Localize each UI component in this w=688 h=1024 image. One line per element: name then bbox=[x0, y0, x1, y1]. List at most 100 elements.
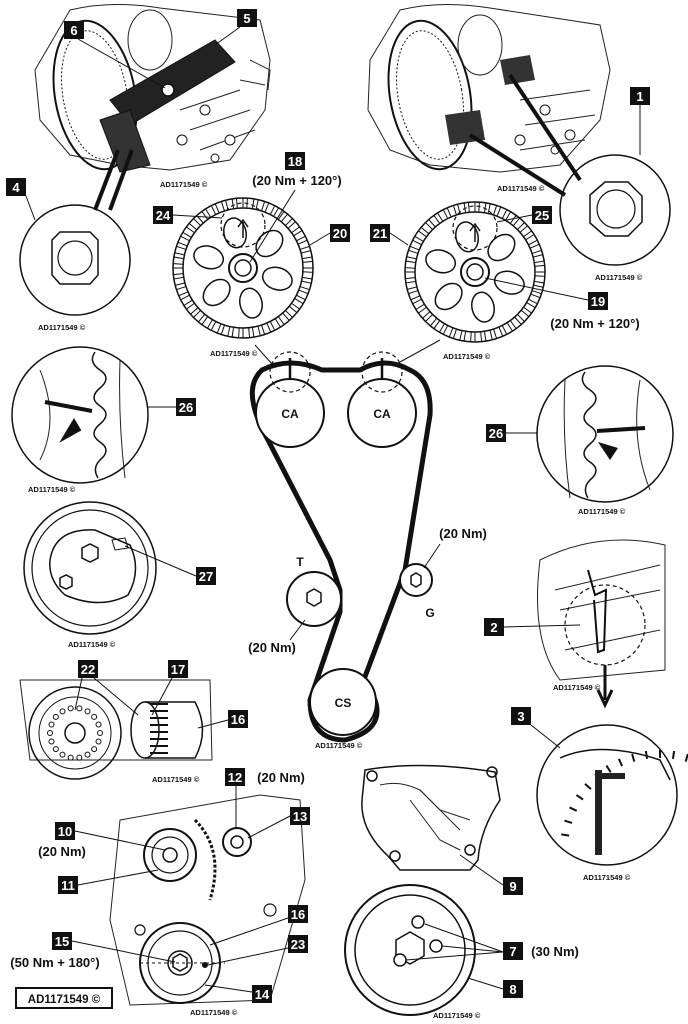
ref-code-10: AD1171549 © bbox=[68, 640, 116, 649]
sprocket-tooth bbox=[288, 302, 301, 314]
sprocket-tooth bbox=[285, 217, 297, 229]
svg-text:11: 11 bbox=[61, 878, 75, 893]
sprocket-tooth bbox=[429, 317, 441, 330]
sprocket-tooth bbox=[531, 249, 544, 258]
sprocket-tooth bbox=[179, 231, 192, 242]
cam-sprocket-right bbox=[404, 201, 546, 343]
sprocket-tooth bbox=[417, 226, 430, 238]
svg-text:27: 27 bbox=[199, 569, 213, 584]
gear-dot bbox=[59, 751, 66, 758]
sprocket-tooth bbox=[231, 197, 238, 209]
sprocket-tooth bbox=[201, 208, 212, 220]
svg-text:3: 3 bbox=[517, 709, 524, 724]
svg-text:12: 12 bbox=[228, 770, 242, 785]
sprocket-tooth bbox=[483, 202, 491, 214]
ref-code-14: AD1171549 © bbox=[190, 1008, 238, 1017]
sprocket-tooth bbox=[506, 320, 517, 332]
torque-18: (20 Nm + 120°) bbox=[252, 173, 341, 188]
sprocket-tooth bbox=[238, 327, 244, 339]
gear-dot bbox=[84, 708, 91, 715]
gear-dot bbox=[76, 754, 83, 761]
sprocket-tooth bbox=[266, 321, 276, 333]
detail-3-locking-pin: 3 bbox=[511, 707, 688, 866]
sprocket-window bbox=[193, 245, 225, 270]
crank-gear-view: 22 17 16 bbox=[19, 660, 248, 780]
sprocket-window bbox=[493, 270, 525, 295]
gear-dot bbox=[48, 721, 55, 728]
detail-26-left: 26 bbox=[11, 346, 196, 484]
gear-dot bbox=[91, 746, 98, 753]
sprocket-tooth bbox=[410, 295, 422, 305]
sprocket-tooth bbox=[424, 218, 436, 230]
sprocket-tooth bbox=[534, 271, 546, 277]
detail-2-flywheel-pin: 2 bbox=[484, 539, 666, 709]
sprocket-tooth bbox=[298, 286, 311, 295]
flywheel-tooth bbox=[564, 819, 573, 824]
sprocket-tooth bbox=[501, 208, 512, 221]
timing-cover-9: 9 bbox=[361, 764, 523, 895]
sprocket-tooth bbox=[421, 311, 433, 323]
gear-dot bbox=[84, 751, 91, 758]
sprocket-tooth bbox=[173, 252, 185, 260]
sprocket-tooth bbox=[185, 222, 198, 234]
gear-dot bbox=[48, 738, 55, 745]
sprocket-tooth bbox=[463, 201, 470, 213]
sprocket-tooth bbox=[277, 210, 289, 223]
sprocket-tooth bbox=[493, 204, 502, 217]
sprocket-tooth bbox=[526, 298, 539, 309]
sprocket-tooth bbox=[470, 331, 476, 343]
gear-dot bbox=[52, 713, 59, 720]
main-reference-box: AD1171549 © bbox=[15, 987, 113, 1009]
sprocket-tooth bbox=[404, 277, 416, 284]
sprocket-tooth bbox=[261, 200, 270, 213]
sprocket-window bbox=[223, 217, 247, 249]
sprocket-window bbox=[487, 233, 516, 262]
sprocket-tooth bbox=[433, 212, 444, 224]
svg-text:18: 18 bbox=[288, 154, 302, 169]
flywheel-tooth bbox=[631, 753, 636, 762]
sprocket-window bbox=[425, 249, 457, 274]
detail-1-cam-pin: 1 bbox=[559, 87, 671, 266]
svg-text:13: 13 bbox=[293, 809, 307, 824]
pulley-ca-left: CA bbox=[281, 407, 299, 421]
sprocket-tooth bbox=[407, 245, 420, 254]
sprocket-tooth bbox=[405, 256, 417, 264]
gear-dot bbox=[95, 738, 102, 745]
svg-text:24: 24 bbox=[156, 208, 171, 223]
sprocket-tooth bbox=[489, 328, 498, 341]
sprocket-tooth bbox=[523, 230, 535, 241]
sprocket-tooth bbox=[533, 280, 545, 288]
sprocket-tooth bbox=[480, 331, 487, 343]
pulley-guide-label: G bbox=[425, 606, 434, 620]
sprocket-tooth bbox=[189, 307, 201, 319]
sprocket-tooth bbox=[274, 316, 285, 328]
sprocket-tooth bbox=[172, 273, 184, 280]
sprocket-tooth bbox=[534, 260, 546, 267]
ref-code-3: AD1171549 © bbox=[497, 184, 545, 193]
ref-code-11: AD1171549 © bbox=[553, 683, 601, 692]
sprocket-tooth bbox=[216, 323, 225, 336]
svg-text:17: 17 bbox=[171, 662, 185, 677]
cam-sprocket-left bbox=[172, 197, 314, 339]
flywheel-tooth bbox=[575, 794, 584, 801]
sprocket-window bbox=[255, 229, 284, 258]
sprocket-tooth bbox=[517, 221, 529, 233]
sprocket-tooth bbox=[406, 286, 419, 295]
sprocket-tooth bbox=[257, 324, 266, 337]
sprocket-tooth bbox=[442, 207, 452, 219]
label-19: 19 (20 Nm + 120°) bbox=[484, 277, 640, 331]
label-20: 20 bbox=[309, 224, 350, 246]
sprocket-tooth bbox=[197, 313, 209, 326]
sprocket-tooth bbox=[514, 314, 526, 326]
svg-text:5: 5 bbox=[243, 11, 250, 26]
flywheel-tooth bbox=[584, 783, 592, 790]
label-5: 5 bbox=[214, 9, 257, 46]
sprocket-tooth bbox=[299, 245, 312, 254]
engine-cam-pins-view bbox=[367, 3, 611, 197]
torque-12: (20 Nm) bbox=[257, 770, 305, 785]
gear-dot bbox=[52, 746, 59, 753]
pulley-crank-label: CS bbox=[335, 696, 352, 710]
svg-text:16: 16 bbox=[231, 712, 245, 727]
ref-code-4: AD1171549 © bbox=[595, 273, 643, 282]
sprocket-tooth bbox=[498, 325, 508, 337]
